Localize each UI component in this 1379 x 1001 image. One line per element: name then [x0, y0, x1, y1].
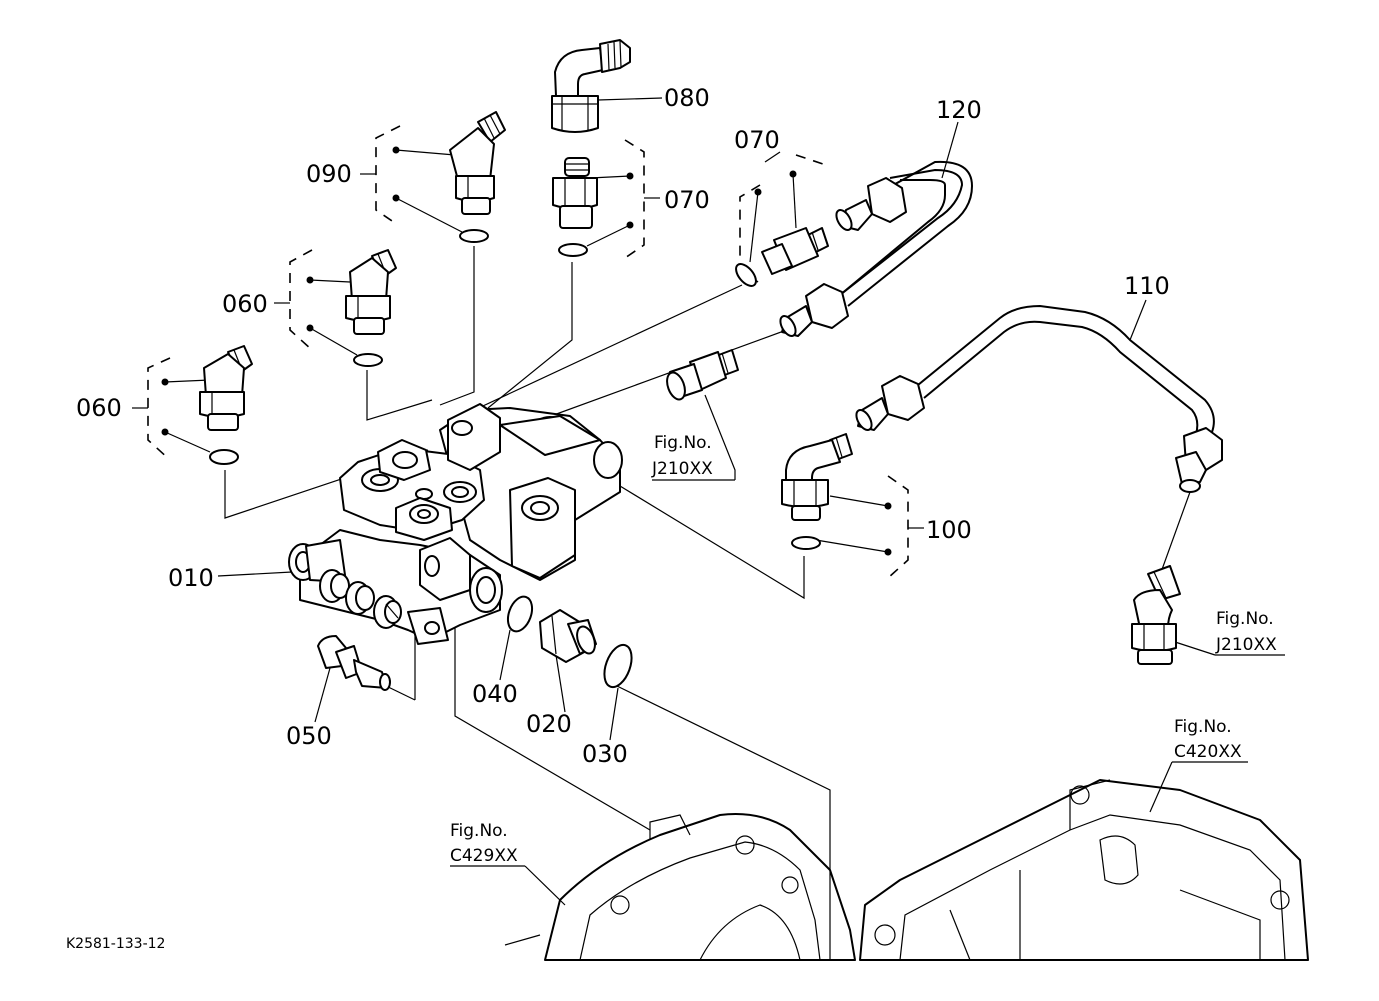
- callout-060-lower: 060: [76, 394, 122, 422]
- nut-110-right: [1175, 427, 1223, 493]
- callout-labels: 010 020 030 040 050 060 060 070 070 080 …: [76, 84, 1170, 768]
- callout-030: 030: [582, 740, 628, 768]
- callout-110: 110: [1124, 272, 1170, 300]
- callout-070-upper: 070: [734, 126, 780, 154]
- plug-020: [539, 609, 597, 663]
- fig-ref-c420-code: C420XX: [1174, 742, 1242, 762]
- callout-020: 020: [526, 710, 572, 738]
- figure-references: Fig.No. J210XX Fig.No. J210XX Fig.No. C4…: [450, 433, 1277, 866]
- callout-010: 010: [168, 564, 214, 592]
- connector-j210-upper: [666, 349, 739, 401]
- connector-j210-right: [1131, 565, 1181, 665]
- callout-070-middle: 070: [664, 186, 710, 214]
- callout-120: 120: [936, 96, 982, 124]
- fitting-060-upper: [345, 249, 397, 367]
- fig-ref-j210-upper-label: Fig.No.: [654, 433, 712, 453]
- fitting-090-elbow: [449, 111, 506, 243]
- pipe-fittings: [779, 177, 1223, 493]
- housing-left: [544, 813, 856, 961]
- bolt-050: [317, 635, 391, 691]
- fig-ref-c429-label: Fig.No.: [450, 821, 508, 841]
- fig-ref-j210-upper-code: J210XX: [651, 459, 713, 479]
- o-ring-030: [603, 643, 633, 689]
- fitting-070-straight: [552, 157, 598, 257]
- callout-060-upper: 060: [222, 290, 268, 318]
- nut-110-left: [855, 375, 925, 431]
- fig-ref-c429-code: C429XX: [450, 846, 518, 866]
- callout-040: 040: [472, 680, 518, 708]
- fitting-080-elbow: [551, 39, 631, 133]
- fig-ref-j210-right-label: Fig.No.: [1216, 609, 1274, 629]
- fig-ref-c420-label: Fig.No.: [1174, 717, 1232, 737]
- callout-090: 090: [306, 160, 352, 188]
- valve-block-010: [288, 403, 623, 645]
- diagram-code: K2581-133-12: [66, 936, 165, 952]
- pipe-120: [839, 160, 974, 307]
- nut-120-lower: [779, 283, 849, 337]
- pipe-110: [917, 304, 1215, 435]
- fitting-100-elbow: [781, 433, 853, 550]
- fitting-070-upper: [735, 227, 829, 287]
- callout-080: 080: [664, 84, 710, 112]
- housing-right: [859, 779, 1309, 961]
- dashed-brackets: [132, 125, 924, 579]
- callout-050: 050: [286, 722, 332, 750]
- leader-lines: [217, 97, 1285, 960]
- fitting-060-lower: [199, 345, 253, 465]
- fig-ref-j210-right-code: J210XX: [1215, 635, 1277, 655]
- o-ring-040: [506, 595, 534, 633]
- callout-100: 100: [926, 516, 972, 544]
- bracket-dots: [161, 146, 892, 556]
- nut-120-upper: [835, 177, 907, 231]
